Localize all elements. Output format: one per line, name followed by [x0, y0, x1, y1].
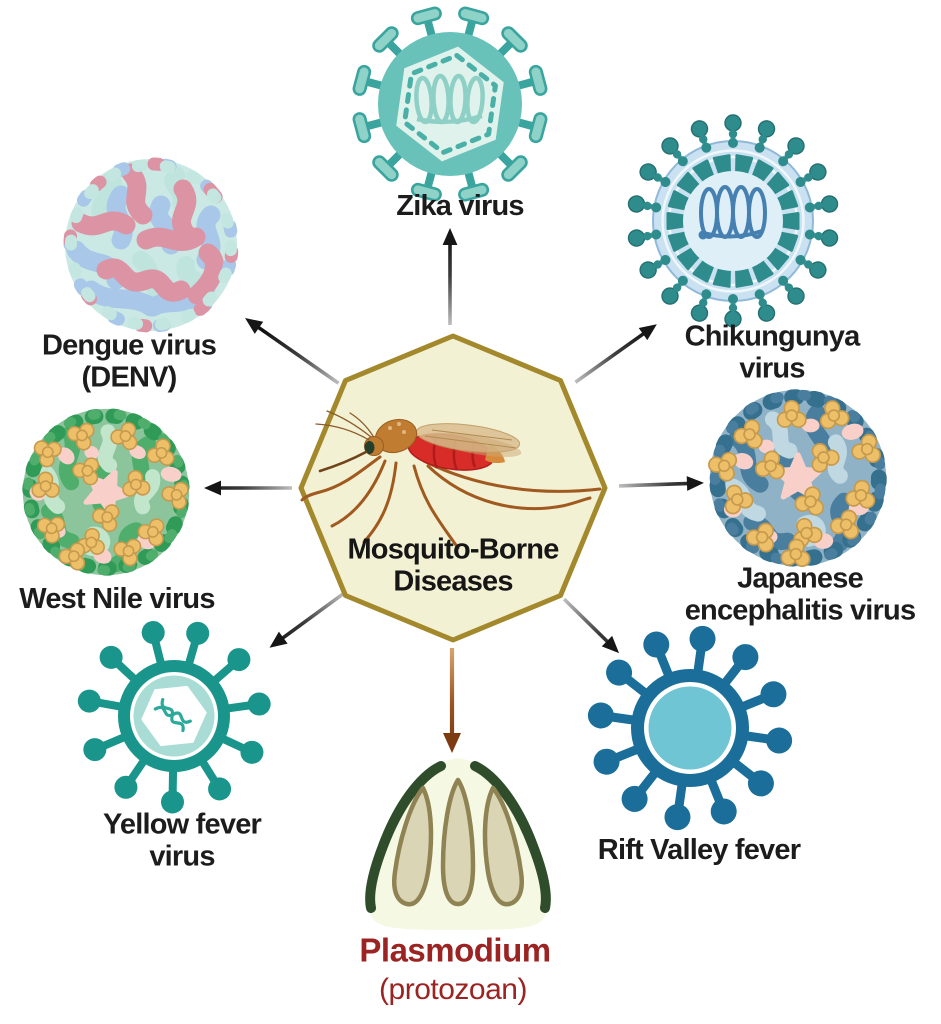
- yellow-fever-virus-icon: [75, 618, 273, 814]
- arrow-chikungunya: [574, 324, 657, 384]
- arrow-zika: [442, 228, 458, 325]
- mosquito-eye: [364, 441, 375, 454]
- center-octagon: [298, 333, 608, 643]
- arrow-yellow-fever: [269, 591, 346, 648]
- chikungunya-rna-coil: [699, 185, 767, 239]
- plasmodium-sporozoites: [392, 777, 524, 907]
- arrow-dengue: [245, 318, 340, 385]
- chikungunya-virus-icon: [626, 114, 840, 328]
- plasmodium-wall-arcs: [365, 761, 551, 913]
- dengue-virus-icon: [63, 157, 239, 333]
- yellow-fever-rna-helix: [153, 697, 192, 733]
- zika-virus-icon: [351, 5, 549, 203]
- plasmodium-oocyst-icon: [365, 758, 551, 930]
- arrow-japanese-encephalitis: [618, 476, 704, 491]
- rift-valley-fever-virus-icon: [586, 624, 794, 832]
- arrow-west-nile: [204, 480, 292, 496]
- arrow-rift-valley: [562, 597, 620, 654]
- west-nile-virus-icon: [0, 373, 225, 611]
- arrow-plasmodium: [443, 648, 461, 753]
- japanese-encephalitis-virus-icon: [703, 383, 893, 573]
- zika-rna-coil: [414, 73, 485, 125]
- mosquito-icon: [300, 410, 602, 550]
